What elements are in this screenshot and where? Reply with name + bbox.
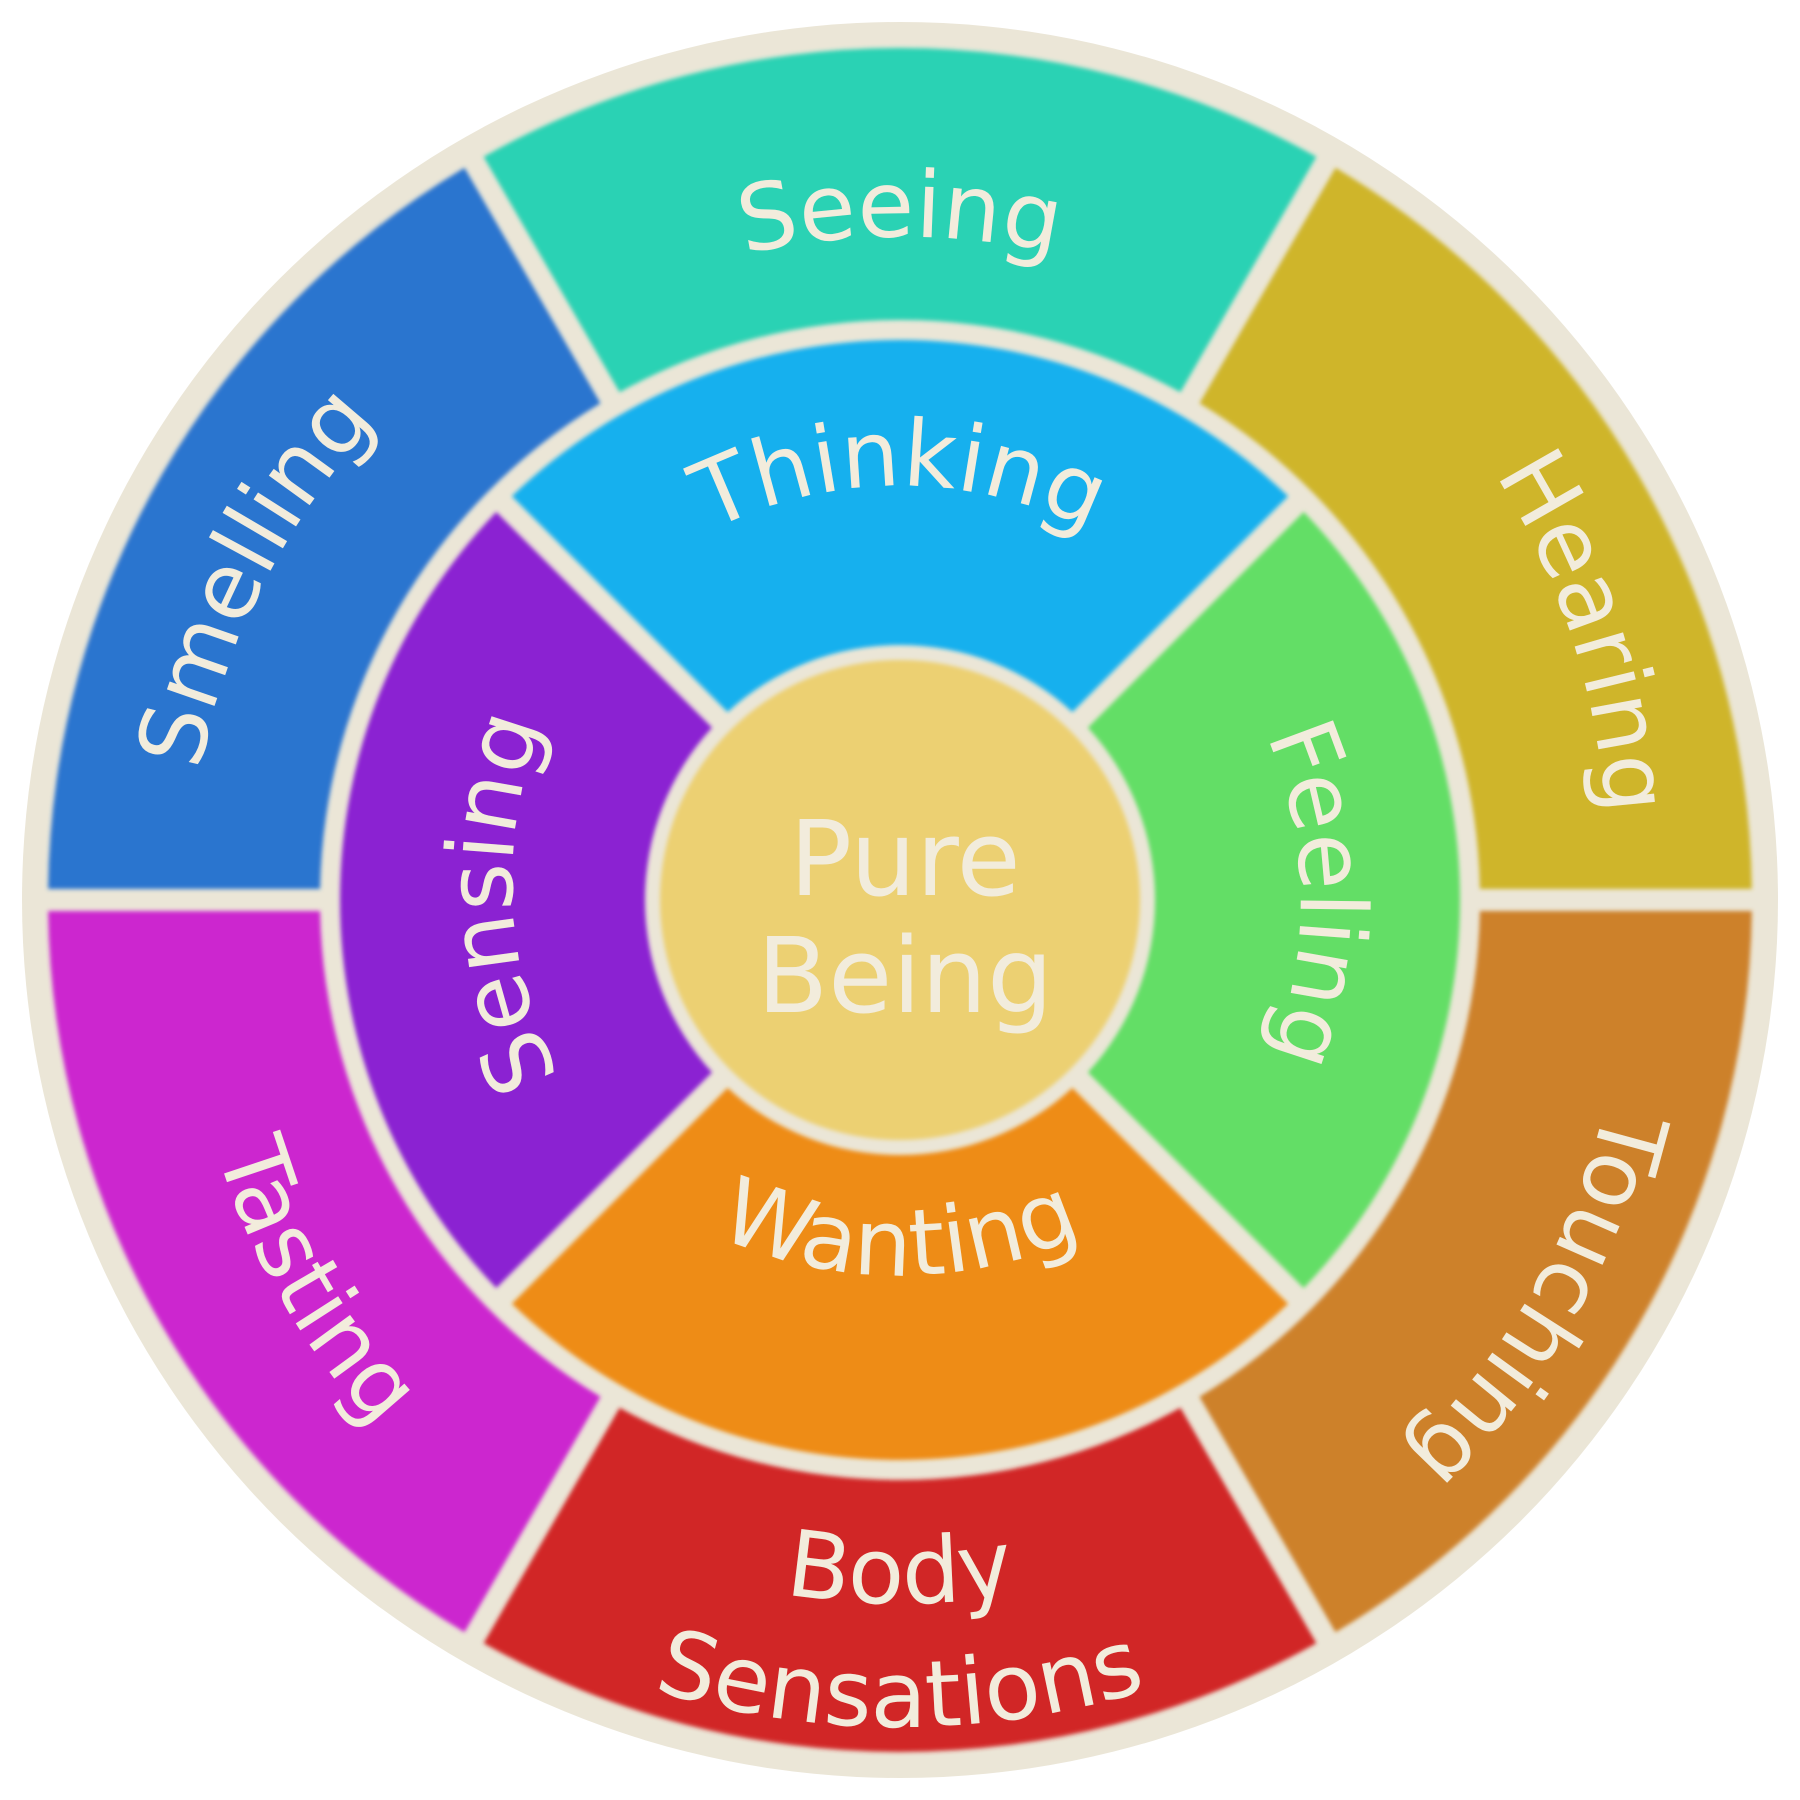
outer-ring: [48, 48, 1752, 1752]
center-circle: [660, 660, 1140, 1140]
outer-label-body: Body: [782, 1510, 1019, 1626]
inner-segment-sensing: [340, 511, 713, 1289]
center-circle-group: [660, 660, 1140, 1140]
outer-segment-smelling: [48, 167, 601, 889]
inner-segment-thinking: [511, 340, 1289, 713]
center-label-line1: Pure: [789, 798, 1020, 920]
outer-segment-hearing: [1199, 167, 1752, 889]
outer-segment-seeing: [483, 48, 1317, 393]
outer-label-seeing: Seeing: [729, 151, 1071, 275]
inner-segment-wanting: [511, 1087, 1289, 1460]
center-label-line2: Being: [757, 915, 1053, 1037]
inner-ring: [340, 340, 1460, 1460]
outer-segment-touching: [1199, 911, 1752, 1633]
inner-segment-feeling: [1087, 511, 1460, 1289]
outer-segment-body-sensations: [483, 1407, 1317, 1752]
outer-segment-tasting: [48, 911, 601, 1633]
